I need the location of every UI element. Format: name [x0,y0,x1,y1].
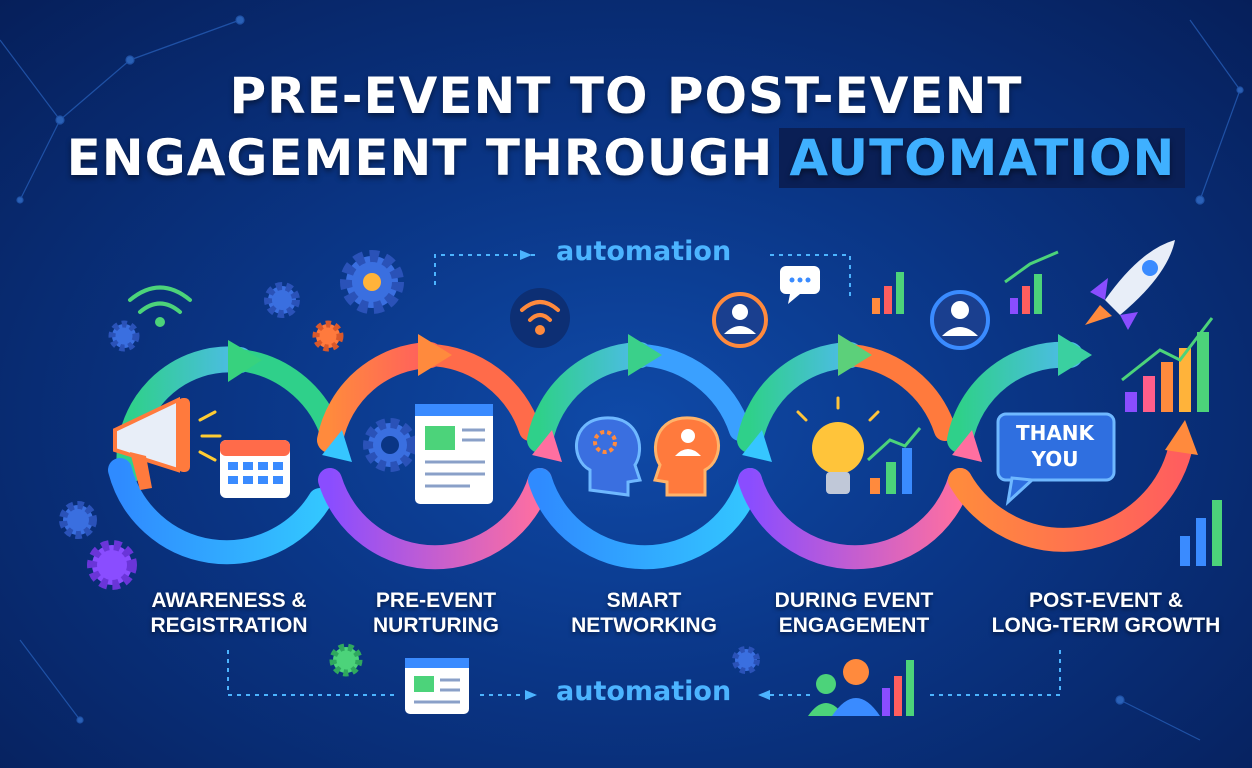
rocket-icon [1085,240,1175,330]
wifi-center-icon [510,288,570,348]
large-gear-icon [340,250,404,314]
stage-label-line-2: LONG-TERM GROWTH [991,614,1221,637]
head-gear-icon [575,416,642,497]
title-line-2-text: ENGAGEMENT THROUGH [66,129,774,187]
users-chart-icon [808,659,914,716]
thank-you-text: THANK YOU [1003,420,1107,472]
wifi-icon [128,285,192,327]
left-gears-icon [59,501,137,590]
speech-bubble-icon [996,412,1116,507]
stage-label-line-1: POST-EVENT & [1028,589,1184,612]
bottom-gear-icon [329,643,760,677]
profile-avatar-icon [930,290,990,350]
calendar-icon [220,440,290,498]
stage-label-line-1: SMART [606,589,682,612]
bar-chart-icon [866,427,922,494]
thank-you-line-1: THANK [1015,421,1095,445]
stage-label-networking: SMART NETWORKING [534,588,754,638]
bottom-webpage-icon [405,658,469,714]
title-highlight: AUTOMATION [779,128,1186,188]
stage-label-line-1: PRE-EVENT [375,589,497,612]
gear-icon [363,418,417,472]
stage-label-line-1: AWARENESS & [151,589,307,612]
user-avatar-icon [712,292,768,348]
top-right-chart-icon [1004,250,1059,314]
bottom-right-chart-icon [1180,500,1222,566]
growth-chart-icon [1121,317,1214,412]
stage-label-awareness: AWARENESS & REGISTRATION [119,588,339,638]
automation-label-bottom: automation [556,676,732,707]
arrow-top-right [520,250,532,260]
stage-label-line-2: REGISTRATION [150,614,308,637]
arrow-bottom-right [525,690,537,700]
thank-you-line-2: YOU [1031,447,1079,471]
automation-label-top: automation [556,236,732,267]
lightbulb-icon [796,396,880,494]
megaphone-icon [113,396,222,490]
head-user-icon [653,416,720,497]
stage-label-during-event: DURING EVENT ENGAGEMENT [744,588,964,638]
top-bar-chart-icon [872,272,904,314]
stage-label-post-event: POST-EVENT & LONG-TERM GROWTH [986,588,1226,638]
stage-label-line-2: NETWORKING [571,614,717,637]
loop-arrowheads [228,334,1198,462]
stage-label-line-2: ENGAGEMENT [778,614,930,637]
network-background [0,15,1244,741]
stage-label-nurturing: PRE-EVENT NURTURING [326,588,546,638]
webpage-icon [415,404,493,504]
chat-bubble-icon [780,266,820,304]
stage-label-line-1: DURING EVENT [774,589,934,612]
arrow-bottom-left [758,690,770,700]
title-line-1: PRE-EVENT TO POST-EVENT [229,67,1023,125]
small-gear-icon [108,282,344,352]
stage-label-line-2: NURTURING [373,614,499,637]
